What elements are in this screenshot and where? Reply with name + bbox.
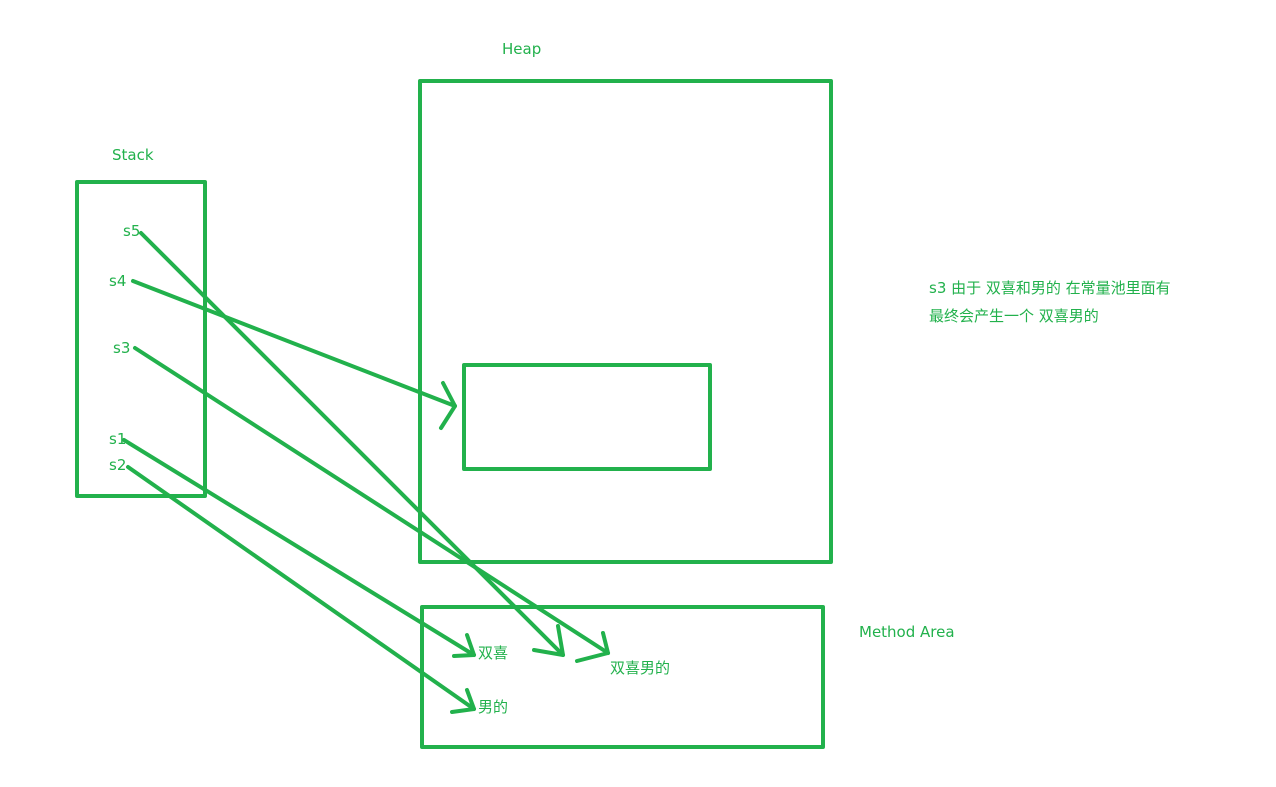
stack-var-s4: s4 [109, 272, 127, 290]
method-area-box [420, 605, 825, 749]
heap-box [418, 79, 833, 564]
arrow-s3-to-shuangxi-nande [133, 346, 610, 663]
note-line-2: 最终会产生一个 双喜男的 [929, 307, 1099, 325]
stack-var-s1: s1 [109, 430, 127, 448]
arrow-s1-to-shuangxi [122, 438, 476, 658]
stack-var-s3: s3 [113, 339, 131, 357]
constant-shuangxi-nande: 双喜男的 [610, 659, 671, 677]
arrow-s4-to-heap-object [131, 279, 457, 430]
stack-var-s5: s5 [123, 222, 141, 240]
stack-box [75, 180, 207, 498]
constant-shuangxi: 双喜 [478, 644, 509, 662]
note-line-1: s3 由于 双喜和男的 在常量池里面有 [929, 279, 1171, 297]
arrow-s5-to-shuangxi-nande [139, 231, 565, 657]
heap-object-box [462, 363, 712, 471]
stack-var-s2: s2 [109, 456, 127, 474]
heap-label: Heap [502, 40, 542, 58]
constant-nande: 男的 [478, 698, 509, 716]
arrow-s2-to-nande [126, 465, 476, 714]
stack-label: Stack [112, 146, 154, 164]
method-area-label: Method Area [859, 623, 955, 641]
